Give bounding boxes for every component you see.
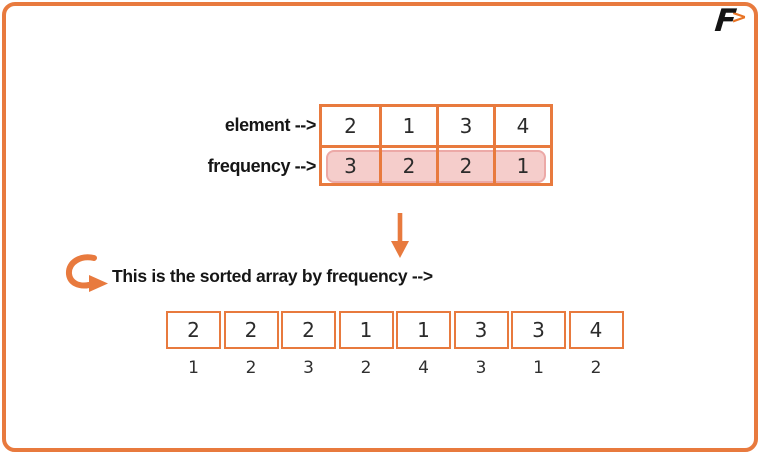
sorted-array-frequency: 2 <box>245 358 257 378</box>
sorted-array-cell: 2 <box>166 311 221 349</box>
frequency-cell: 2 <box>379 145 436 183</box>
sorted-array-frequency: 2 <box>360 358 372 378</box>
sorted-array-frequency: 1 <box>188 358 199 378</box>
sorted-array-cell: 2 <box>281 311 336 349</box>
sorted-array-frequency: 3 <box>303 358 314 378</box>
sorted-array-cell: 3 <box>511 311 566 349</box>
sorted-array-cell: 3 <box>453 311 509 349</box>
annotation-text: This is the sorted array by frequency --… <box>112 266 433 286</box>
logo: F > <box>713 3 747 39</box>
sorted-array-frequency: 2 <box>590 358 602 378</box>
sorted-array-cell: 1 <box>396 311 451 349</box>
element-row-label: element --> <box>224 115 317 135</box>
element-cell: 2 <box>344 114 357 138</box>
element-cell: 3 <box>436 107 493 145</box>
element-cell: 1 <box>379 107 436 145</box>
sorted-array-cell: 4 <box>568 311 624 349</box>
frequency-cell: 2 <box>436 145 493 183</box>
sorted-array-cell: 1 <box>338 311 394 349</box>
sorted-array-frequency: 4 <box>418 358 429 378</box>
sorted-array-frequency: 3 <box>475 358 487 378</box>
logo-chevron-icon: > <box>731 6 747 28</box>
frequency-row-label: frequency --> <box>207 156 317 176</box>
element-cell: 4 <box>493 107 550 145</box>
sorted-array-frequencies: 1 2 3 2 4 3 1 2 <box>166 357 624 379</box>
down-arrow-icon <box>391 213 409 258</box>
sorted-array-frequency: 1 <box>533 358 544 378</box>
sorted-array-cell: 2 <box>223 311 279 349</box>
sorted-array: 2 2 2 1 1 3 3 4 <box>166 311 624 349</box>
frequency-cell: 1 <box>493 145 550 183</box>
frequency-cell: 3 <box>322 145 379 183</box>
logo-letter: F <box>713 3 739 39</box>
curved-arrow-icon <box>66 254 108 292</box>
element-frequency-table: 2 1 3 4 3 2 2 1 <box>319 104 553 186</box>
